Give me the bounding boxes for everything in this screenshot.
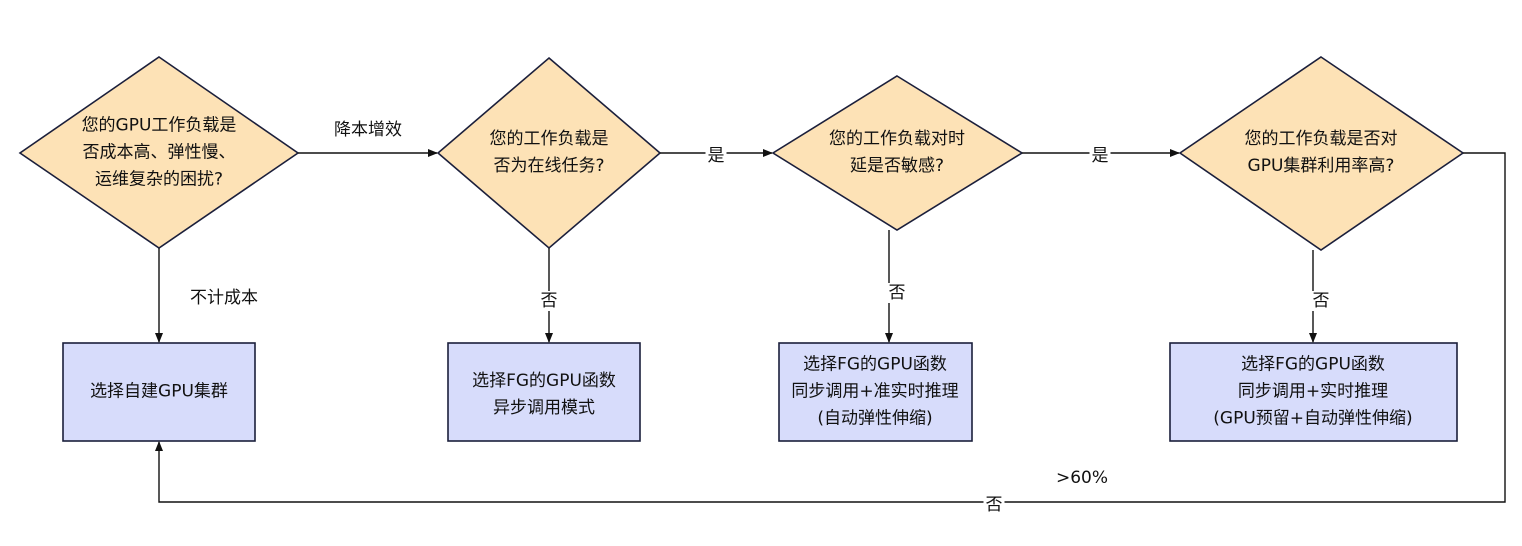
edge-label-cost-reduction: 降本增效 [334, 120, 402, 140]
outcome-line: 选择自建GPU集群 [90, 381, 228, 402]
outcome-line: 同步调用+实时推理 [1237, 381, 1389, 402]
decision-cost-concern-text: 您的GPU工作负载是 否成本高、弹性慢、 运维复杂的困扰? [82, 113, 237, 194]
decision-latency-sensitive-text: 您的工作负载对时 延是否敏感? [829, 126, 965, 180]
outcome-line: 异步调用模式 [492, 398, 595, 418]
decision-line: 否为在线任务? [493, 156, 605, 176]
outcome-self-built-cluster-text: 选择自建GPU集群 [90, 379, 228, 406]
outcome-async-mode [447, 342, 641, 442]
outcome-line: (自动弹性伸缩) [817, 408, 933, 429]
outcome-line: 选择FG的GPU函数 [472, 371, 616, 391]
decision-latency-sensitive [771, 75, 1024, 231]
decision-line: 否成本高、弹性慢、 [82, 142, 236, 163]
decision-line: 您的工作负载是否对 [1244, 129, 1398, 149]
decision-line: GPU集群利用率高? [1247, 156, 1395, 176]
decision-line: 运维复杂的困扰? [94, 169, 224, 190]
outcome-realtime [1169, 342, 1458, 442]
outcome-line: 同步调用+准实时推理 [791, 381, 959, 402]
decision-line: 您的工作负载对时 [829, 129, 965, 149]
outcome-line: (GPU预留+自动弹性伸缩) [1213, 408, 1413, 429]
decision-cluster-utilization-text: 您的工作负载是否对 GPU集群利用率高? [1245, 126, 1398, 180]
decision-line: 您的工作负载是 [489, 129, 609, 149]
outcome-self-built-cluster [62, 342, 256, 442]
edge-label-no-utilization: 否 [1310, 291, 1332, 311]
outcome-line: 选择FG的GPU函数 [803, 354, 947, 375]
edge-label-yes-1: 是 [705, 146, 727, 166]
edge-label-no-online: 否 [538, 291, 560, 311]
outcome-realtime-text: 选择FG的GPU函数 同步调用+实时推理 (GPU预留+自动弹性伸缩) [1213, 352, 1412, 433]
decision-cluster-utilization [1178, 56, 1465, 251]
edge-label-no-loop: 否 [983, 495, 1005, 515]
edge-label-ignore-cost: 不计成本 [190, 288, 258, 308]
decision-online-task-text: 您的工作负载是 否为在线任务? [490, 126, 609, 180]
edge-label-yes-2: 是 [1089, 146, 1111, 166]
edge-label-no-latency: 否 [886, 283, 908, 303]
outcome-near-realtime [778, 342, 973, 442]
edge-d4-loop-to-o1 [155, 152, 1506, 503]
decision-line: 延是否敏感? [849, 156, 945, 176]
outcome-async-mode-text: 选择FG的GPU函数 异步调用模式 [472, 368, 616, 422]
outcome-near-realtime-text: 选择FG的GPU函数 同步调用+准实时推理 (自动弹性伸缩) [791, 352, 958, 433]
edge-label-threshold: >60% [1055, 468, 1109, 488]
outcome-line: 选择FG的GPU函数 [1241, 354, 1385, 375]
decision-line: 您的GPU工作负载是 [81, 115, 237, 136]
